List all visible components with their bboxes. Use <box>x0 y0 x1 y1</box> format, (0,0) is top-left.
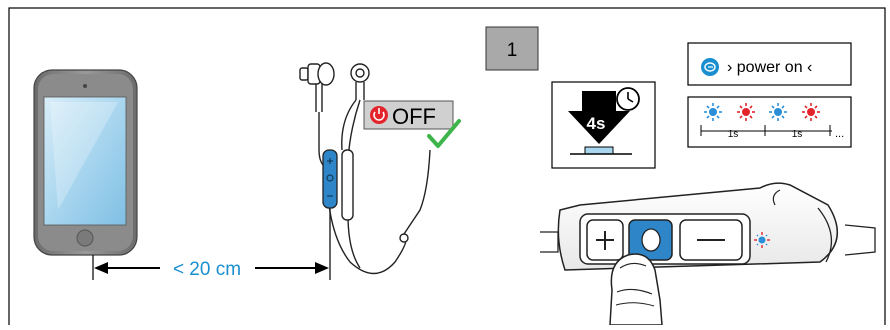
smartphone-icon <box>33 69 138 256</box>
led-red-icon-2 <box>802 103 820 121</box>
earphones-icon <box>299 62 431 275</box>
checkmark-icon <box>427 119 461 148</box>
led-blue-icon-2 <box>769 103 787 121</box>
timeline-ellipsis: ... <box>835 128 844 140</box>
off-status-badge <box>363 100 454 130</box>
remote-closeup-icon <box>540 182 876 326</box>
press-hold-icon <box>551 81 656 169</box>
led-blue-icon-1 <box>704 103 722 121</box>
timeline-interval-2: 1s <box>792 129 803 140</box>
panel-border <box>8 7 886 330</box>
distance-indicator <box>92 245 331 280</box>
voice-prompt-box <box>687 42 852 86</box>
led-red-icon-1 <box>737 103 755 121</box>
led-timeline <box>687 96 852 148</box>
hold-duration-label: 4s <box>587 114 606 133</box>
timeline-interval-1: 1s <box>728 129 739 140</box>
step-number-box <box>485 26 539 71</box>
voice-prompt-text: › power on ‹ <box>727 59 812 76</box>
inline-remote-icon <box>322 149 338 245</box>
distance-label: < 20 cm <box>173 259 241 280</box>
off-label: OFF <box>392 104 436 129</box>
step-number: 1 <box>507 40 518 61</box>
